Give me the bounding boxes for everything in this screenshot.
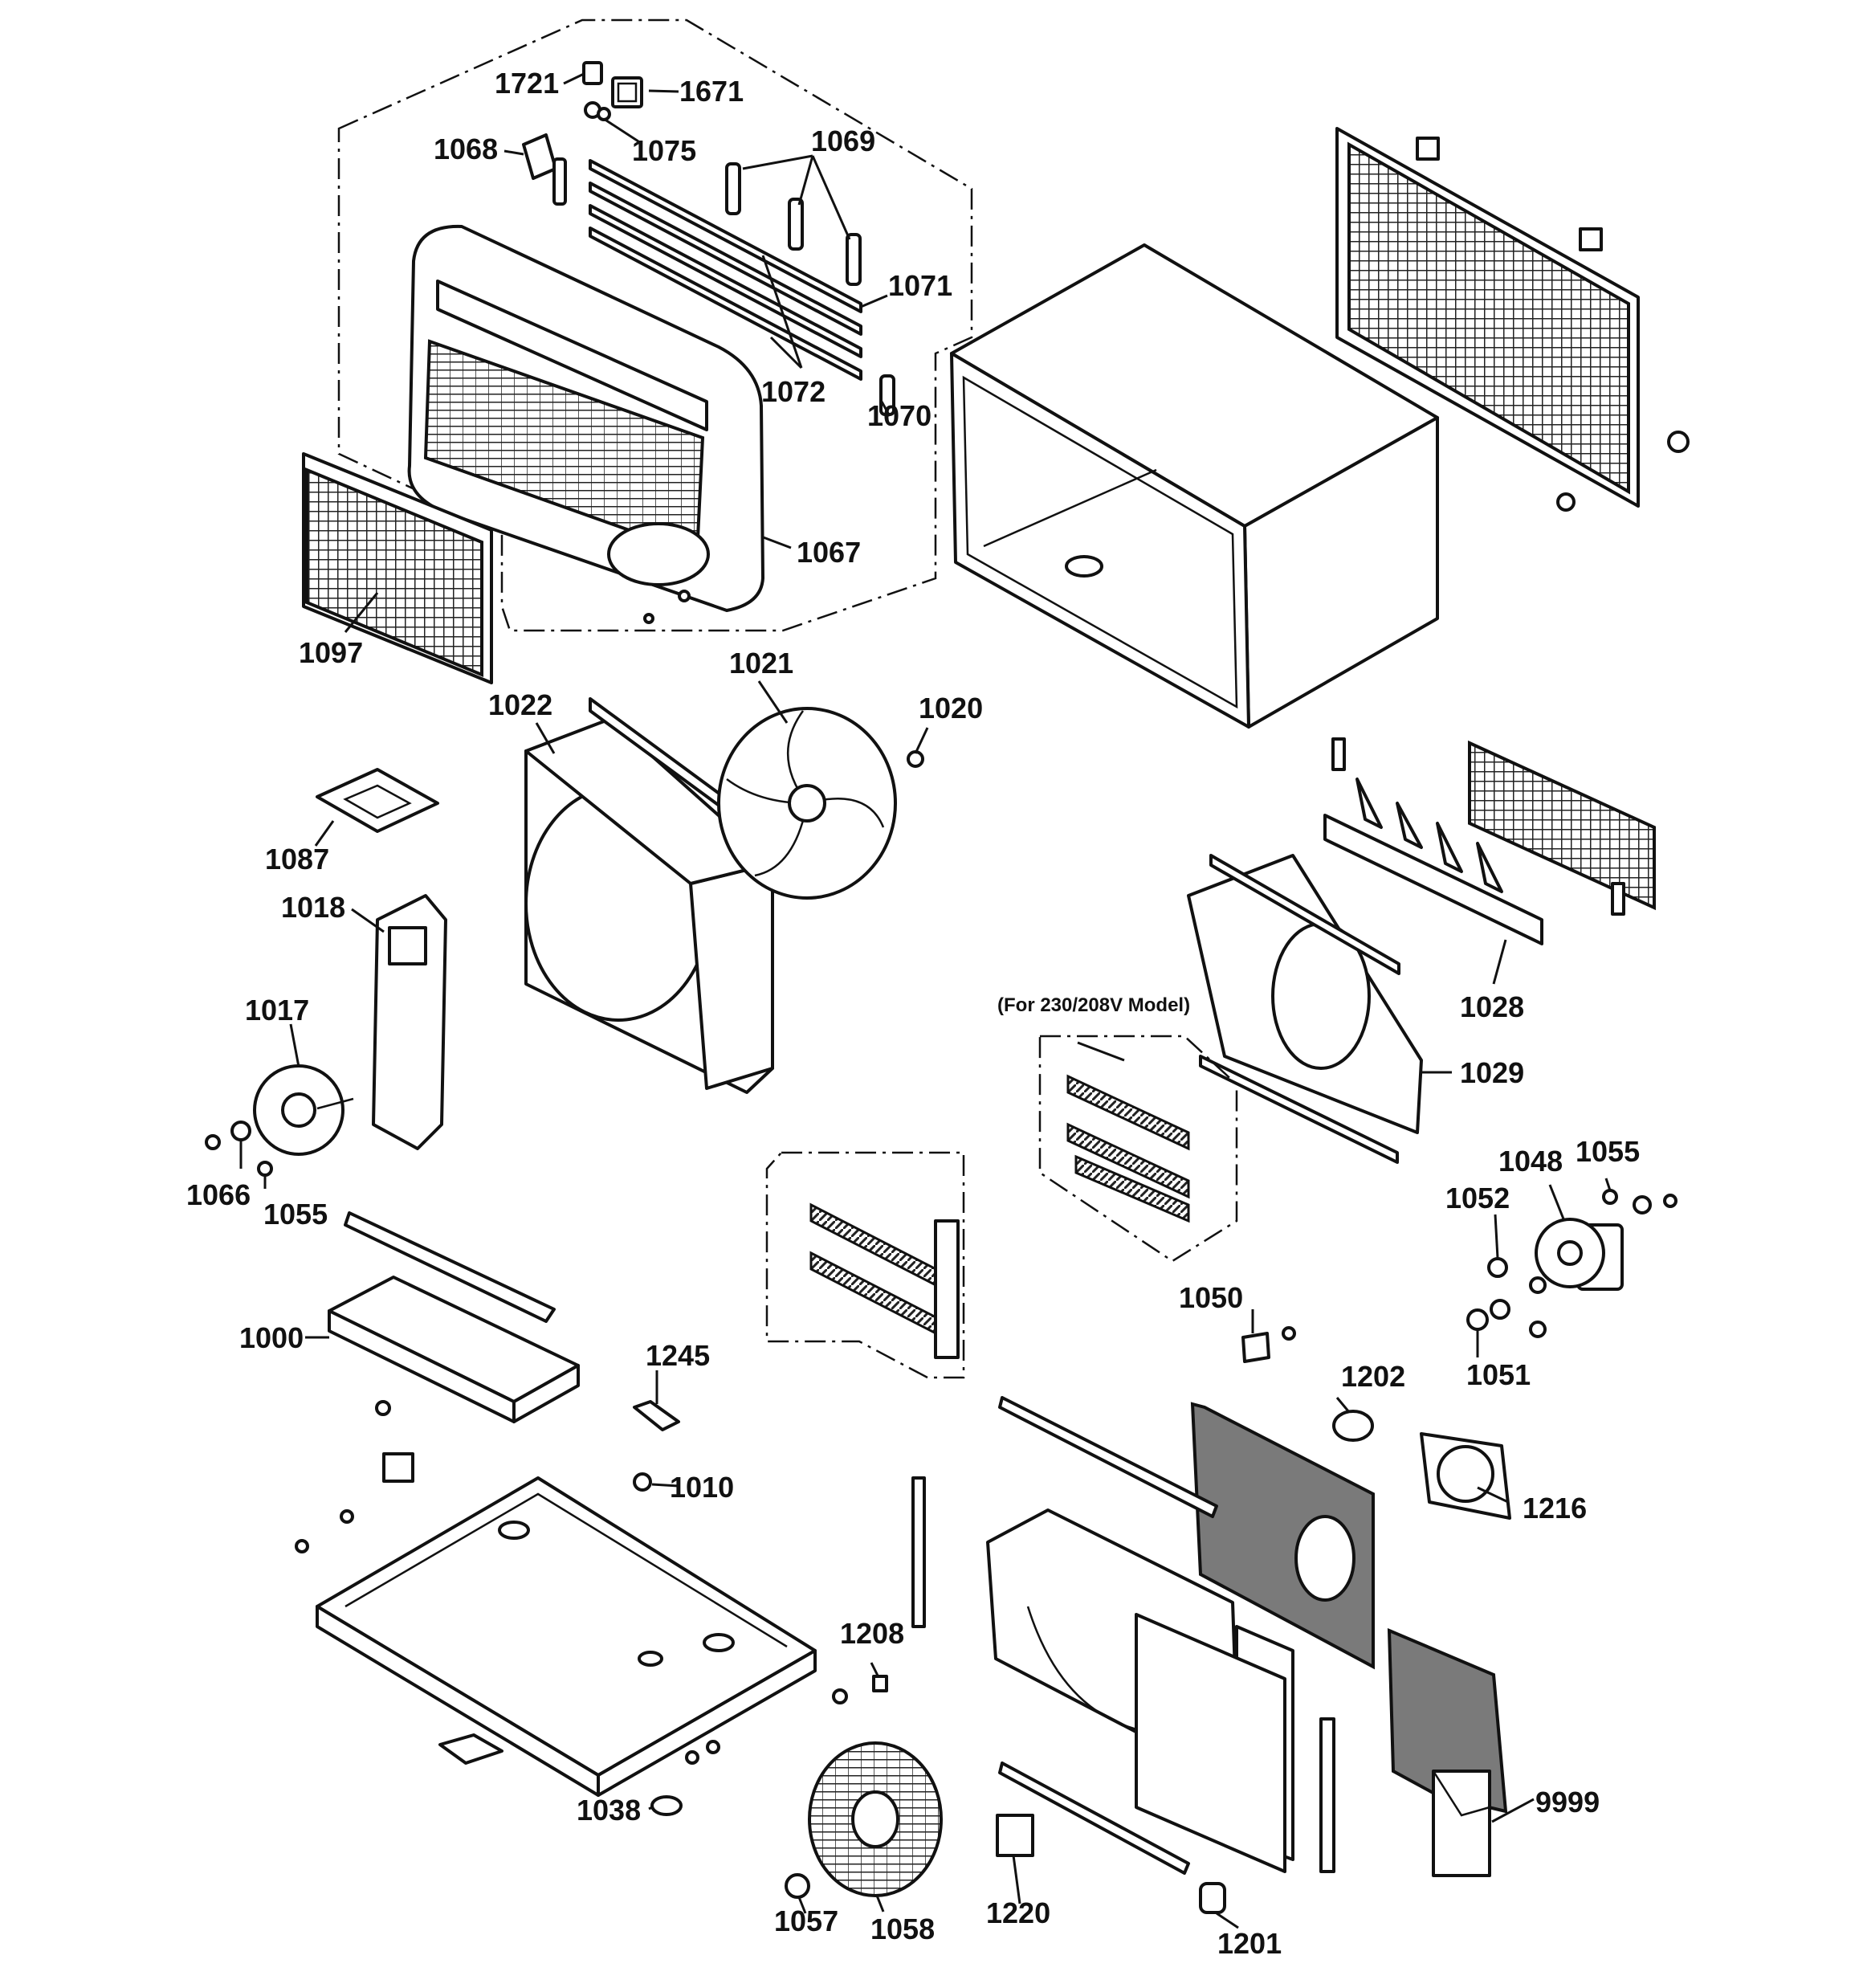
heater-group-outline [765,1151,965,1379]
callout-1097: 1097 [299,636,364,669]
part-1048-motor [1535,1218,1624,1291]
callout-9999: 9999 [1535,1786,1600,1819]
callout-1066: 1066 [186,1178,251,1211]
part-1051 [1466,1308,1489,1331]
part-1721 [582,61,603,85]
callout-1028: 1028 [1460,990,1525,1023]
part-1202 [1332,1410,1374,1442]
callout-1038: 1038 [577,1794,642,1827]
part-9999-manual [1432,1770,1491,1877]
gasket-strip-long [998,1396,1218,1518]
base-bracket [382,1452,414,1483]
part-1055-screw-right [1602,1189,1618,1205]
callout-1220: 1220 [986,1896,1051,1929]
part-1245 [633,1400,680,1431]
callout-1017: 1017 [245,994,310,1027]
callout-1075: 1075 [632,134,697,167]
callout-1050: 1050 [1179,1281,1244,1314]
callout-1057: 1057 [774,1904,839,1937]
cabinet-box [950,243,1439,729]
callout-1052: 1052 [1445,1182,1510,1214]
callout-1055-right: 1055 [1576,1135,1641,1168]
gasket-strip-vertical-left [911,1476,926,1628]
blower-housing [986,1508,1294,1873]
part-1000-tray [328,1276,580,1423]
callout-1022: 1022 [488,688,553,721]
drain-cover [438,1733,503,1765]
callout-1069: 1069 [811,125,876,157]
callout-1048: 1048 [1498,1145,1563,1178]
callout-1072: 1072 [761,375,826,408]
part-1057 [785,1873,810,1899]
callout-1671: 1671 [679,75,744,108]
callout-1018: 1018 [281,891,346,924]
callout-1058: 1058 [870,1912,936,1945]
callout-1087: 1087 [265,843,330,876]
part-1029-panel [1187,854,1423,1164]
part-1069-clips [725,162,862,286]
part-1220 [996,1814,1034,1857]
part-1028-base [1323,778,1543,945]
part-1066 [230,1121,251,1141]
part-1050 [1241,1332,1270,1363]
part-1018-bracket [372,894,447,1150]
gasket-strip-bottom [998,1761,1190,1875]
part-1017-motor [253,1064,354,1156]
blower-front-frame [1135,1613,1286,1873]
part-1671 [611,76,643,108]
part-1021-fan [717,707,897,900]
front-panel-group-outline [337,18,973,632]
part-1020 [907,750,924,768]
callout-1068: 1068 [434,133,499,165]
callout-1000: 1000 [239,1321,304,1354]
gasket-strip-vertical-right [1319,1717,1335,1873]
heater-model-note: (For 230/208V Model) [997,994,1191,1016]
callout-1070: 1070 [867,399,932,432]
callout-1029: 1029 [1460,1056,1525,1089]
part-1022-shroud [524,717,774,1094]
heater-group-230v-outline [1038,1035,1238,1263]
callout-1721: 1721 [495,67,560,100]
part-1038 [650,1795,683,1816]
part-1208 [872,1675,888,1692]
base-pan [316,1476,817,1797]
leader-lines [239,72,1612,1929]
heater-coils [809,1202,960,1359]
callout-1051: 1051 [1466,1358,1531,1391]
callout-1245: 1245 [646,1339,711,1372]
condenser-mesh [1468,740,1656,911]
callout-1071: 1071 [888,269,953,302]
callout-1202: 1202 [1341,1360,1406,1393]
callout-1201: 1201 [1217,1927,1282,1960]
part-1052 [1487,1257,1508,1278]
callout-1021: 1021 [729,647,794,680]
heater-coils-230v [1066,1074,1190,1223]
callout-1216: 1216 [1523,1492,1588,1525]
part-1087-plate [316,768,439,833]
callout-1067: 1067 [797,536,862,569]
part-1216 [1420,1432,1511,1520]
callout-1020: 1020 [919,692,984,725]
callout-1055-left: 1055 [263,1198,328,1231]
part-1201 [1199,1882,1226,1914]
rear-grille [1335,127,1640,508]
part-1055-screw-left [257,1161,273,1177]
part-1058-blower-wheel [808,1741,943,1897]
part-1067-front-panel [407,224,764,612]
part-1010-screw [633,1472,652,1492]
part-1068 [522,133,557,180]
callout-1208: 1208 [840,1617,905,1650]
callout-1010: 1010 [670,1471,735,1504]
gasket-strip-tray [344,1211,556,1323]
